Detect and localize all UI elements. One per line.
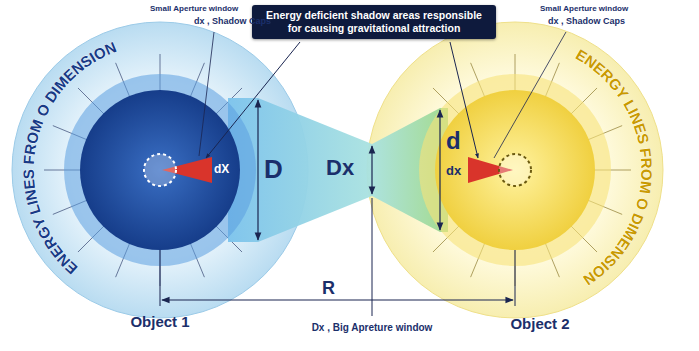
object-sphere (80, 90, 240, 250)
energy-lines-label: ENERGY LINES FROM O DIMENSION (20, 38, 119, 278)
dimension-line (439, 110, 440, 230)
object-label: Object 2 (510, 316, 569, 333)
core (499, 154, 531, 186)
sphere-ring (64, 74, 256, 266)
shadow-cap-label: dx , Shadow Caps (194, 17, 271, 27)
energy-lines (44, 54, 631, 286)
shadow-cap-label: dx , Shadow Caps (548, 17, 625, 27)
sphere-ring (419, 74, 611, 266)
dimension-line (257, 100, 258, 240)
callout-text: Energy deficient shadow areas responsibl… (260, 9, 488, 35)
dimension-label: dx (446, 164, 461, 178)
extension-line (372, 198, 373, 316)
dimension-label: R (322, 279, 335, 299)
dimension-label: dX (214, 163, 229, 176)
dimension-label: D (264, 155, 283, 184)
aperture-label: Dx , Big Apreture window (312, 322, 433, 333)
dimension-line (371, 146, 372, 194)
object-sphere (435, 90, 595, 250)
leader-line (494, 32, 566, 158)
aperture-label: Small Aperture window (150, 5, 238, 14)
aperture-label: Small Aperture window (540, 5, 628, 14)
extension-line (160, 250, 161, 306)
leader-line (199, 32, 214, 156)
object-label: Object 1 (130, 314, 189, 331)
extension-line (515, 250, 516, 306)
energy-field (367, 22, 663, 318)
core (144, 154, 176, 186)
energy-lines-label: ENERGY LINES FROM O DIMENSION (573, 46, 655, 289)
dimension-label: Dx (326, 156, 354, 180)
leader-line (206, 42, 300, 158)
dimension-label: d (446, 128, 461, 154)
dimension-line (162, 299, 513, 300)
callout-banner: Energy deficient shadow areas responsibl… (252, 5, 496, 39)
